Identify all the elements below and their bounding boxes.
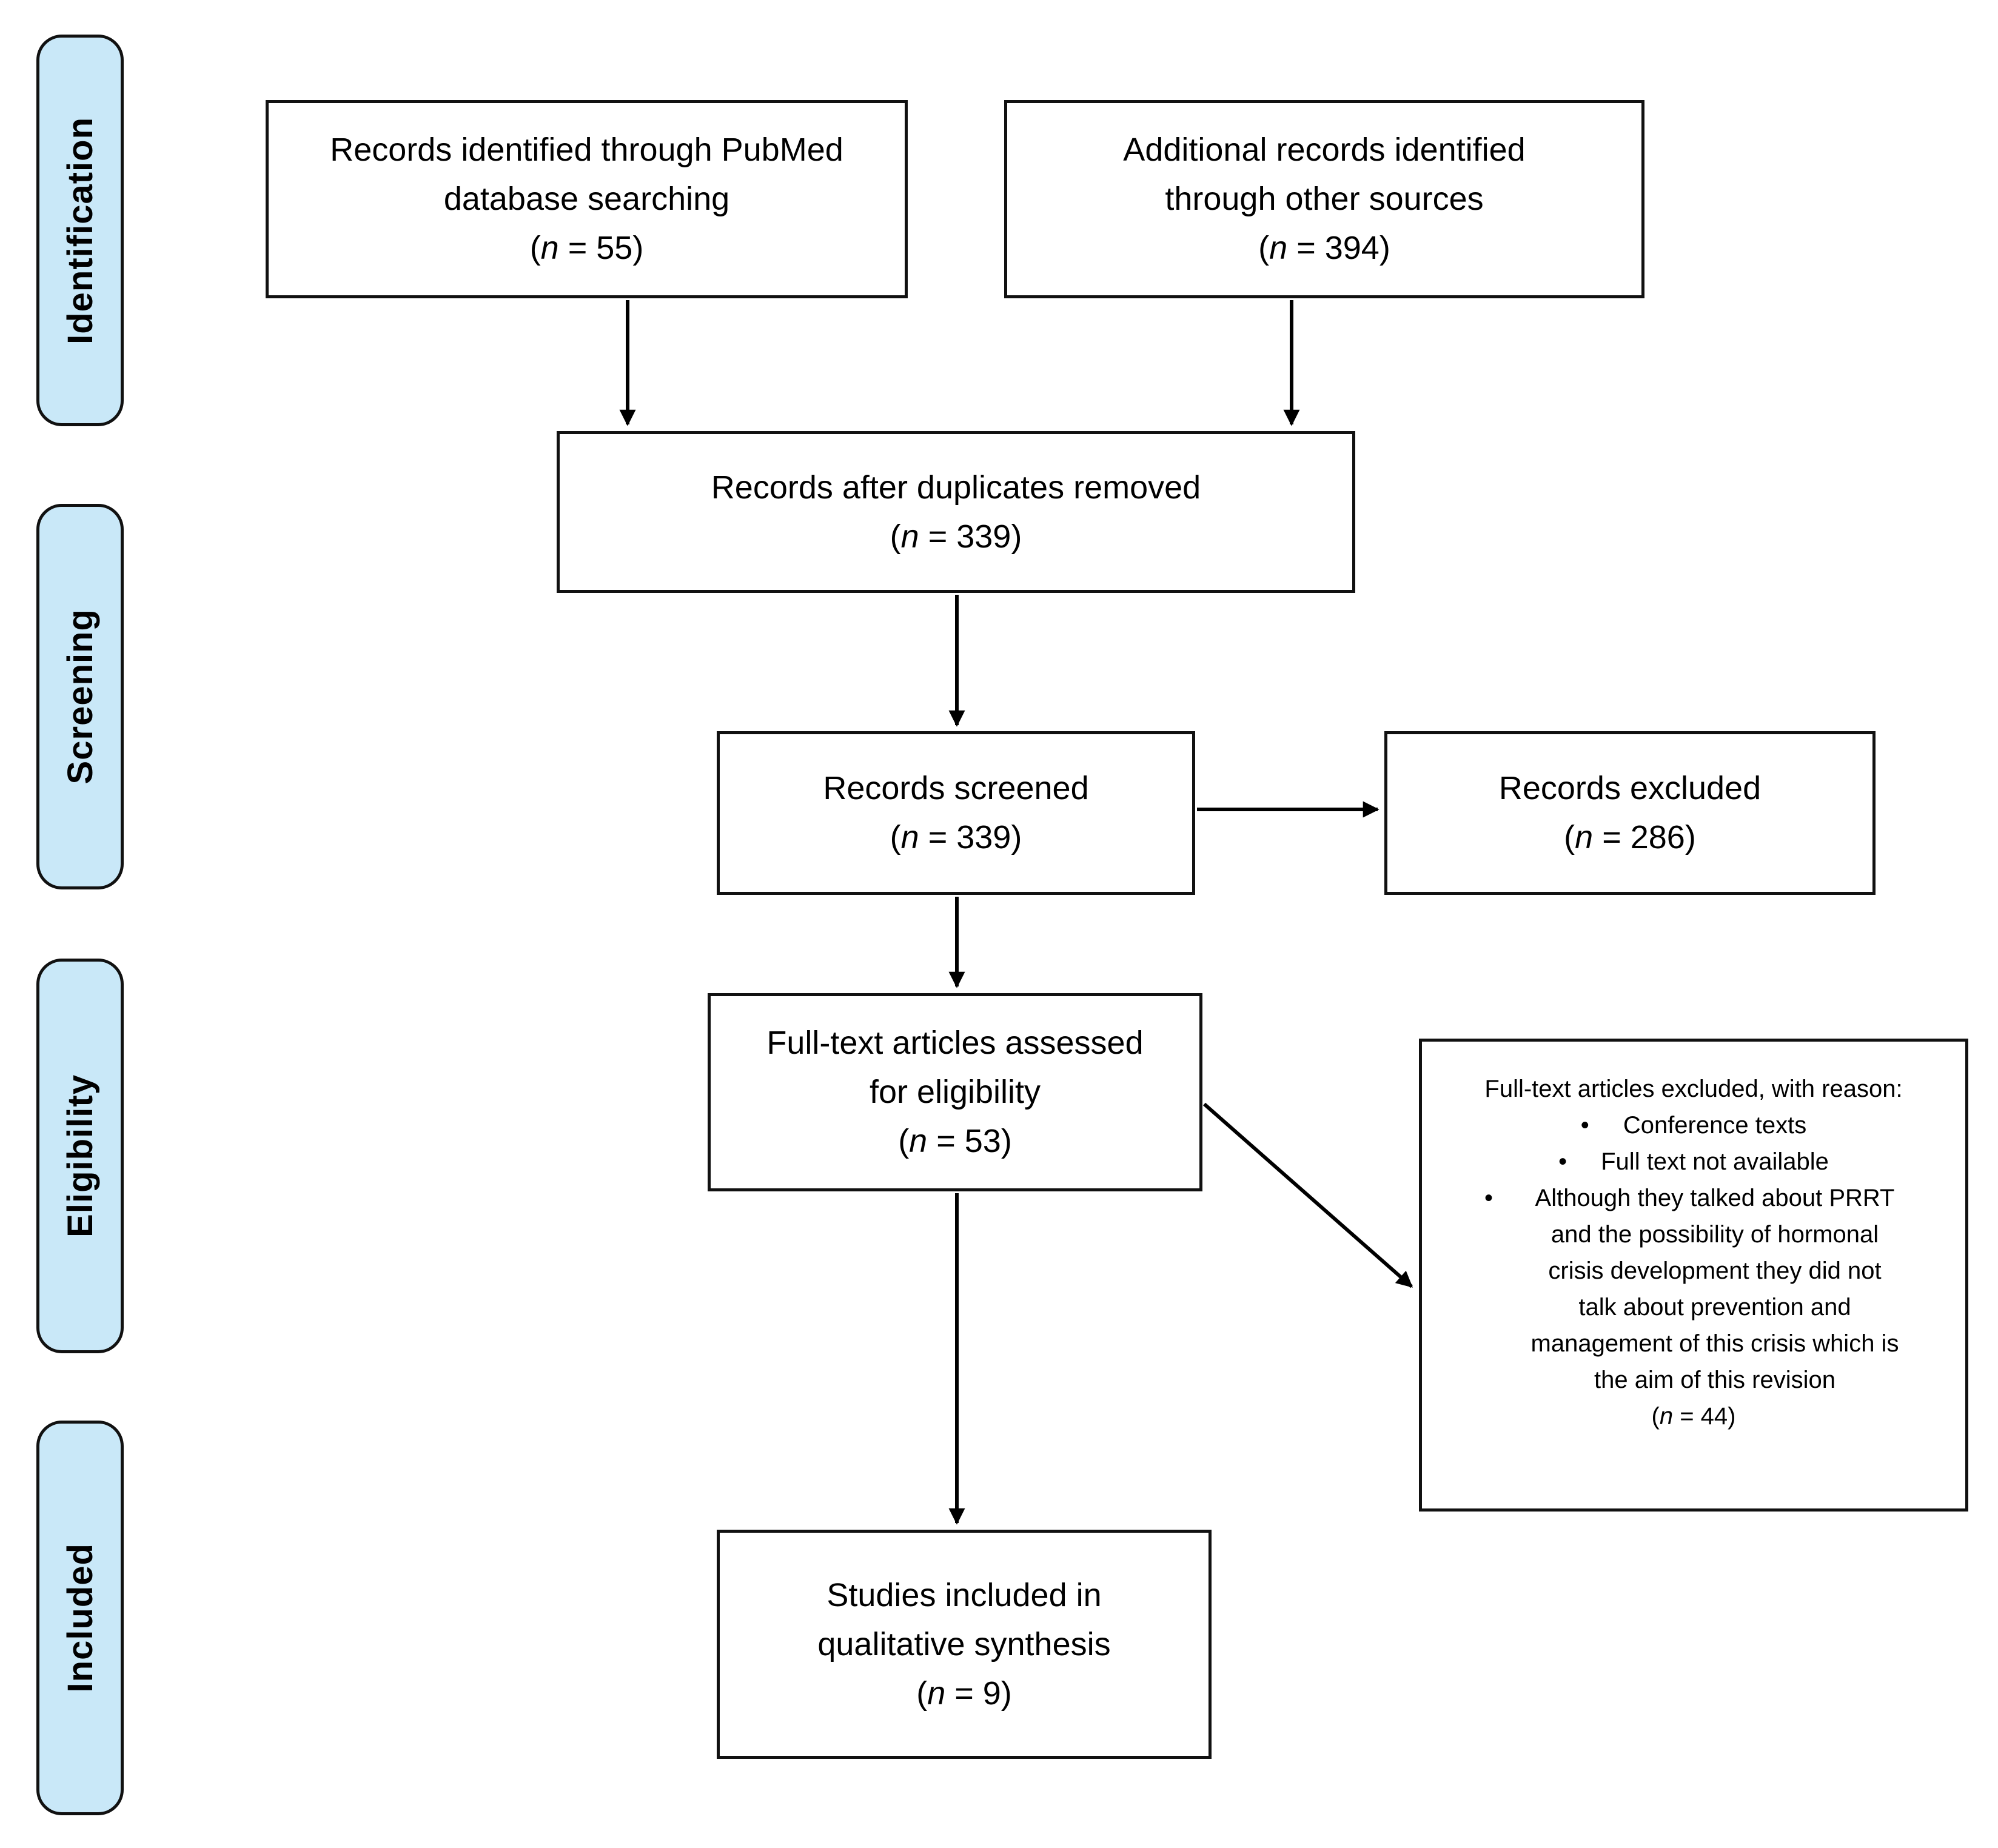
- box-records-after-duplicates-removed: Records after duplicates removed (n = 33…: [557, 431, 1355, 593]
- box-count: (n = 394): [1258, 230, 1390, 266]
- stage-eligibility-label: Eligibility: [60, 1074, 100, 1237]
- stage-identification-label: Identification: [60, 116, 100, 344]
- stage-identification: Identification: [36, 35, 124, 426]
- box-count: (n = 55): [529, 230, 644, 266]
- stage-screening-label: Screening: [60, 609, 100, 785]
- stage-screening: Screening: [36, 504, 124, 889]
- box-text-line: Studies included in: [826, 1576, 1102, 1613]
- box-text-line: Full-text articles assessed: [766, 1025, 1144, 1061]
- box-text-line: database searching: [443, 181, 730, 217]
- box-text-line: Records identified through PubMed: [330, 132, 843, 168]
- box-text-line: Records screened: [823, 770, 1089, 806]
- box-fulltext-articles-assessed: Full-text articles assessed for eligibil…: [708, 993, 1202, 1191]
- box-records-excluded: Records excluded (n = 286): [1384, 731, 1876, 895]
- box-records-identified-pubmed: Records identified through PubMed databa…: [266, 100, 908, 298]
- bullet-icon: •: [1580, 1112, 1589, 1139]
- box-count: (n = 53): [898, 1123, 1012, 1159]
- box-text-line: Records after duplicates removed: [711, 469, 1201, 506]
- box-text-line: Records excluded: [1498, 770, 1762, 806]
- stage-eligibility: Eligibility: [36, 959, 124, 1353]
- box-text-line: through other sources: [1165, 181, 1484, 217]
- box-count: (n = 339): [890, 518, 1022, 555]
- reason-item: •Conference texts: [1439, 1107, 1948, 1143]
- box-fulltext-articles-excluded-reasons: Full-text articles excluded, with reason…: [1419, 1039, 1968, 1512]
- reason-item: •Full text not available: [1439, 1143, 1948, 1180]
- box-text-line: qualitative synthesis: [817, 1625, 1111, 1662]
- box-count: (n = 9): [916, 1675, 1012, 1712]
- box-additional-records-other-sources: Additional records identified through ot…: [1004, 100, 1644, 298]
- reasons-title: Full-text articles excluded, with reason…: [1484, 1076, 1903, 1102]
- bullet-icon: •: [1484, 1185, 1493, 1211]
- arrow-fulltext-to-reasons: [1203, 1102, 1413, 1288]
- stage-included: Included: [36, 1421, 124, 1815]
- reason-item: •Although they talked about PRRT and the…: [1439, 1180, 1948, 1398]
- box-count: (n = 339): [890, 819, 1022, 855]
- box-text-line: Additional records identified: [1123, 132, 1526, 168]
- box-records-screened: Records screened (n = 339): [717, 731, 1195, 895]
- box-text-line: for eligibility: [869, 1074, 1041, 1110]
- bullet-icon: •: [1558, 1148, 1567, 1175]
- box-studies-included-qualitative-synthesis: Studies included in qualitative synthesi…: [717, 1530, 1212, 1759]
- box-count: (n = 286): [1564, 819, 1696, 855]
- box-count: (n = 44): [1651, 1403, 1736, 1430]
- stage-included-label: Included: [60, 1543, 100, 1693]
